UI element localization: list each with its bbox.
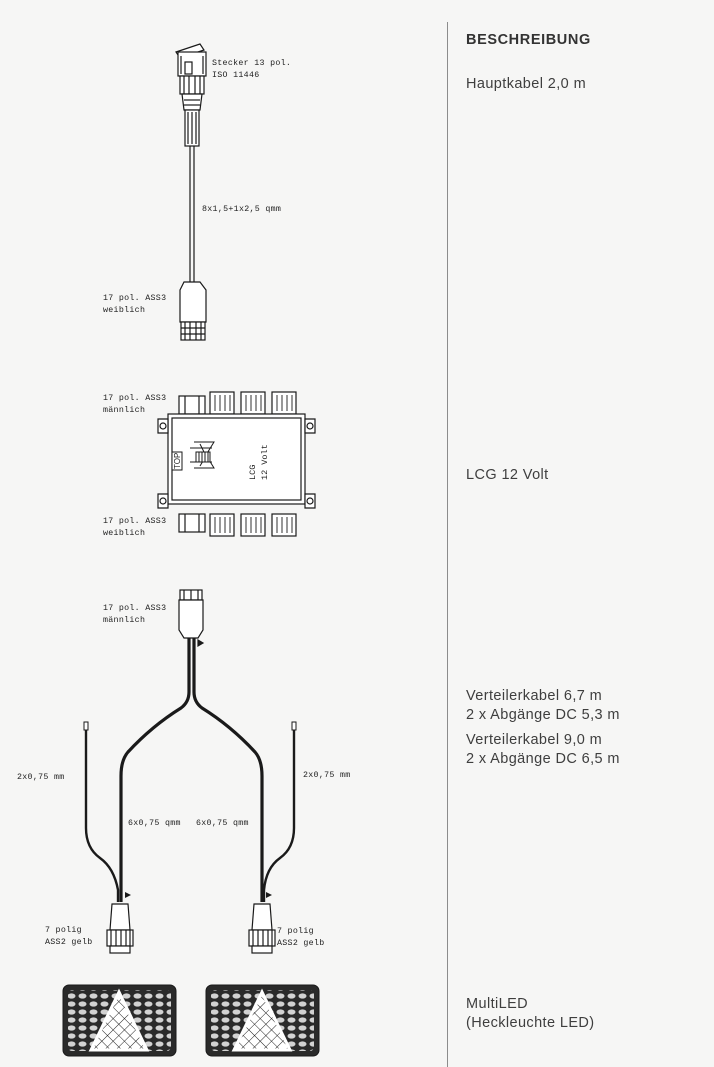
plug-label-line-1: Stecker 13 pol.	[212, 59, 292, 68]
column-divider	[447, 22, 448, 1067]
right-connector-label-line-2: ASS2 gelb	[277, 939, 325, 948]
side-cable-right-label: 2x0,75 mm	[303, 771, 351, 780]
lcg-bottom-label: 17 pol. ASS3 weiblich	[103, 516, 166, 540]
lcg-bottom-label-line-1: 17 pol. ASS3	[103, 517, 167, 526]
connector-7-pin-left	[106, 903, 134, 954]
plug-17-pin-female	[179, 281, 207, 341]
distributor-description-2: Verteilerkabel 9,0 m	[466, 732, 603, 748]
lcg-unit: TOP LCG 12 Volt	[157, 391, 316, 537]
branch-right-label: 6x0,75 qmm	[196, 819, 249, 828]
multiled-description-2: (Heckleuchte LED)	[466, 1015, 595, 1031]
lcg-bottom-label-line-2: weiblich	[103, 529, 146, 538]
lcg-description: LCG 12 Volt	[466, 467, 549, 483]
main-end-label-line-2: weiblich	[103, 306, 146, 315]
main-end-label: 17 pol. ASS3 weiblich	[103, 293, 166, 317]
multiled-lamp-left	[62, 984, 177, 1057]
dist-plug-label-line-1: 17 pol. ASS3	[103, 604, 167, 613]
plug-label-line-2: ISO 11446	[212, 71, 260, 80]
plug-17-pin-male	[178, 589, 205, 648]
plug-label: Stecker 13 pol. ISO 11446	[212, 58, 291, 82]
description-heading: BESCHREIBUNG	[466, 32, 591, 48]
main-cable	[175, 43, 207, 341]
left-connector-label: 7 polig ASS2 gelb	[45, 925, 93, 949]
outputs-description-1: 2 x Abgänge DC 5,3 m	[466, 707, 620, 723]
lcg-top-label: 17 pol. ASS3 männlich	[103, 393, 166, 417]
main-cable-description: Hauptkabel 2,0 m	[466, 76, 587, 92]
lcg-top-label-line-1: 17 pol. ASS3	[103, 394, 167, 403]
lcg-logo	[171, 441, 215, 471]
dist-plug-label: 17 pol. ASS3 männlich	[103, 603, 166, 627]
right-connector-label: 7 polig ASS2 gelb	[277, 926, 325, 950]
lcg-top-tag: TOP	[173, 453, 182, 469]
plug-13-pin	[175, 43, 207, 147]
side-cable-left-label: 2x0,75 mm	[17, 773, 65, 782]
lcg-box-label-2: 12 Volt	[260, 444, 270, 480]
lcg-box-label-1: LCG	[248, 465, 258, 480]
distributor-cable	[83, 589, 297, 954]
right-connector-label-line-1: 7 polig	[277, 927, 314, 936]
connector-7-pin-right	[248, 903, 276, 954]
cable-spec-label: 8x1,5+1x2,5 qmm	[202, 205, 282, 214]
outputs-description-2: 2 x Abgänge DC 6,5 m	[466, 751, 620, 767]
dist-plug-label-line-2: männlich	[103, 616, 146, 625]
left-connector-label-line-2: ASS2 gelb	[45, 938, 93, 947]
multiled-description-1: MultiLED	[466, 996, 529, 1012]
main-end-label-line-1: 17 pol. ASS3	[103, 294, 167, 303]
distributor-description-1: Verteilerkabel 6,7 m	[466, 688, 603, 704]
left-connector-label-line-1: 7 polig	[45, 926, 82, 935]
branch-left-label: 6x0,75 qmm	[128, 819, 181, 828]
multiled-lamp-right	[205, 984, 320, 1057]
lcg-top-label-line-2: männlich	[103, 406, 146, 415]
